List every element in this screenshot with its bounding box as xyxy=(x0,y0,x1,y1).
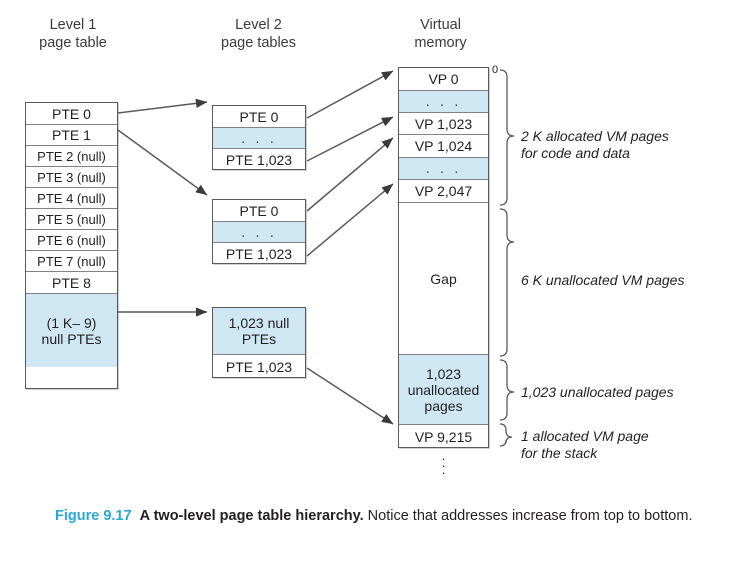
annotation-stack-page: 1 allocated VM page for the stack xyxy=(521,428,721,462)
level2-2-ellipsis: . . . xyxy=(213,222,305,243)
vm-row-vp0[interactable]: VP 0 xyxy=(399,68,488,91)
level2-3-null-line2: PTEs xyxy=(241,331,277,347)
heading-level2: Level 2 page tables xyxy=(196,16,321,52)
annotation-2-line1: 6 K unallocated VM pages xyxy=(521,272,685,288)
level1-entry-1[interactable]: PTE 1 xyxy=(26,125,117,146)
vm-address-zero-label: 0 xyxy=(492,64,499,76)
arrow-l2t3-pte1023-to-vp9215 xyxy=(306,367,394,425)
arrow-pte0-to-l2t1 xyxy=(117,98,208,114)
arrow-l2t1-pte0-to-vp0 xyxy=(306,70,394,119)
level1-null-ptes-line2: null PTEs xyxy=(41,330,102,347)
heading-vm-line1: Virtual xyxy=(420,17,461,33)
annotation-unallocated-gap: 6 K unallocated VM pages xyxy=(521,272,736,289)
level1-entry-3[interactable]: PTE 3 (null) xyxy=(26,167,117,188)
annotation-1-line2: for code and data xyxy=(521,145,630,161)
annotation-allocated-code-data: 2 K allocated VM pages for code and data xyxy=(521,128,731,162)
heading-level1-line1: Level 1 xyxy=(49,17,97,33)
annotation-4-line2: for the stack xyxy=(521,445,598,461)
heading-vm-line2: memory xyxy=(414,35,467,51)
level1-entry-4[interactable]: PTE 4 (null) xyxy=(26,188,117,209)
arrow-l2t2-pte1023-to-vp2047 xyxy=(306,183,394,257)
virtual-memory-column: VP 0 . . . VP 1,023 VP 1,024 . . . VP 2,… xyxy=(398,67,489,448)
level1-null-ptes-block: (1 K– 9) null PTEs xyxy=(26,294,117,367)
arrow-l2t1-pte1023-to-vp1023 xyxy=(306,116,394,162)
level2-2-entry-0[interactable]: PTE 0 xyxy=(213,200,305,222)
level2-1-entry-0[interactable]: PTE 0 xyxy=(213,106,305,128)
level1-page-table: PTE 0 PTE 1 PTE 2 (null) PTE 3 (null) PT… xyxy=(25,102,118,389)
annotation-4-line1: 1 allocated VM page xyxy=(521,428,649,444)
annotation-unallocated-pages: 1,023 unallocated pages xyxy=(521,384,736,401)
vm-unalloc-line1: 1,023 xyxy=(425,365,462,382)
brace-allocated-code-data xyxy=(499,69,515,206)
heading-level2-line2: page tables xyxy=(221,35,296,51)
brace-unallocated-pages xyxy=(499,359,515,421)
vm-row-gap: Gap xyxy=(399,203,488,355)
level2-3-null-block: 1,023 null PTEs xyxy=(213,308,305,355)
vm-row-vp2047[interactable]: VP 2,047 xyxy=(399,180,488,203)
vm-row-unallocated: 1,023 unallocated pages xyxy=(399,355,488,425)
level1-entry-0[interactable]: PTE 0 xyxy=(26,103,117,125)
heading-level1-line2: page table xyxy=(39,35,107,51)
level2-3-entry-1023[interactable]: PTE 1,023 xyxy=(225,359,293,375)
level2-page-table-2: PTE 0 . . . PTE 1,023 xyxy=(212,199,306,264)
level2-page-table-1: PTE 0 . . . PTE 1,023 xyxy=(212,105,306,170)
arrow-l2t2-pte0-to-vp1024 xyxy=(306,137,394,212)
vm-unalloc-line2: unallocated xyxy=(407,381,480,398)
level1-entry-8[interactable]: PTE 8 xyxy=(26,272,117,294)
figure-caption: Figure 9.17 A two-level page table hiera… xyxy=(55,505,695,527)
level2-1-entry-1023[interactable]: PTE 1,023 xyxy=(225,152,293,168)
figure-number: Figure 9.17 xyxy=(55,508,132,524)
level2-1-ellipsis: . . . xyxy=(213,128,305,149)
brace-stack-page xyxy=(499,423,513,447)
level1-entry-5[interactable]: PTE 5 (null) xyxy=(26,209,117,230)
level2-3-null-line1: 1,023 null xyxy=(228,315,290,331)
level1-entry-6[interactable]: PTE 6 (null) xyxy=(26,230,117,251)
level1-entry-7[interactable]: PTE 7 (null) xyxy=(26,251,117,272)
vm-row-ellipsis-2: . . . xyxy=(399,158,488,180)
level1-null-ptes-line1: (1 K– 9) xyxy=(46,314,97,331)
figure-caption-body: Notice that addresses increase from top … xyxy=(367,508,693,524)
brace-unallocated-gap xyxy=(499,208,515,357)
figure-title: A two-level page table hierarchy. xyxy=(139,508,364,524)
heading-level2-line1: Level 2 xyxy=(235,17,282,33)
level1-entry-2[interactable]: PTE 2 (null) xyxy=(26,146,117,167)
level2-page-table-3: 1,023 null PTEs PTE 1,023 xyxy=(212,307,306,378)
heading-virtual-memory: Virtual memory xyxy=(388,16,493,52)
arrow-pte1-to-l2t2 xyxy=(117,129,208,196)
annotation-3-line1: 1,023 unallocated pages xyxy=(521,384,674,400)
heading-level1: Level 1 page table xyxy=(13,16,133,52)
annotation-1-line1: 2 K allocated VM pages xyxy=(521,128,669,144)
vm-vertical-ellipsis: ... xyxy=(441,448,446,477)
vm-row-vp1024[interactable]: VP 1,024 xyxy=(399,135,488,158)
vm-unalloc-line3: pages xyxy=(424,397,463,414)
vm-row-ellipsis-1: . . . xyxy=(399,91,488,113)
vm-row-vp1023[interactable]: VP 1,023 xyxy=(399,113,488,135)
level2-2-entry-1023[interactable]: PTE 1,023 xyxy=(225,246,293,262)
vm-row-vp9215[interactable]: VP 9,215 xyxy=(414,429,473,445)
